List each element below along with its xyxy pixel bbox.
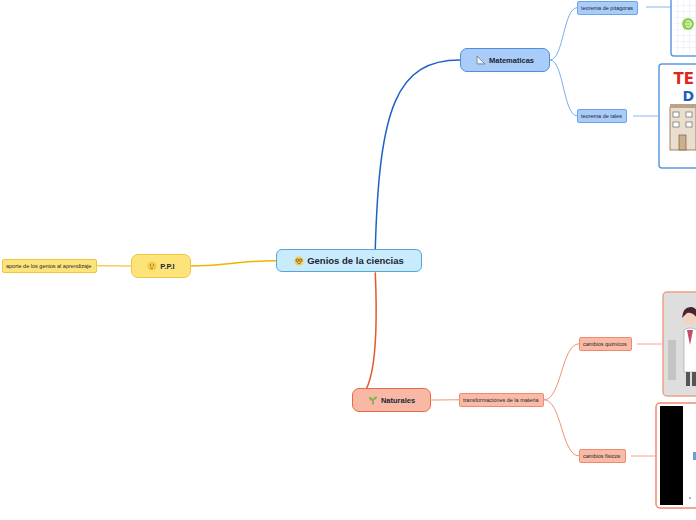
branch-line xyxy=(544,344,579,400)
topic-text: aporte de los genios al aprendizaje xyxy=(6,263,91,270)
branch-line xyxy=(544,400,579,456)
topic-text: Matematicas xyxy=(489,56,534,65)
fisicos-picture xyxy=(656,403,696,508)
branch-line xyxy=(97,265,131,266)
main-topic: Naturales xyxy=(352,388,431,412)
subtopic: cambios fisicos xyxy=(579,449,626,463)
subtopic: cambios quimicos xyxy=(579,337,632,351)
central-topic: Genios de la ciencias xyxy=(276,249,422,272)
tales-picture xyxy=(659,64,696,168)
branch-line xyxy=(550,60,577,116)
branch-line xyxy=(191,261,276,266)
main-topic: Matematicas xyxy=(460,48,550,72)
node-icon xyxy=(294,256,304,266)
topic-text: teorema de pitagoras xyxy=(581,5,633,12)
topic-text: cambios fisicos xyxy=(583,453,620,460)
leader-line xyxy=(637,344,662,345)
picture-lettering: D xyxy=(682,89,694,103)
node-icon xyxy=(147,261,157,271)
main-topic: P.P.I xyxy=(131,254,191,278)
subtopic: aporte de los genios al aprendizaje xyxy=(2,259,97,273)
node-icon xyxy=(476,55,486,65)
subtopic: teorema de tales xyxy=(577,109,627,123)
topic-text: Naturales xyxy=(381,396,415,405)
branch-line xyxy=(431,399,459,400)
branch-line xyxy=(375,60,460,249)
topic-text: teorema de tales xyxy=(581,113,622,120)
quimicos-picture xyxy=(663,292,696,396)
pitagoras-picture xyxy=(671,0,696,56)
topic-text: P.P.I xyxy=(160,262,174,271)
subtopic: teorema de pitagoras xyxy=(577,1,638,15)
subtopic: transformaciones de la materia xyxy=(459,393,544,407)
branch-line xyxy=(550,8,577,60)
leader-line xyxy=(631,456,656,457)
branch-line xyxy=(352,272,376,400)
topic-text: cambios quimicos xyxy=(583,341,627,348)
topic-text: transformaciones de la materia xyxy=(463,397,539,404)
leader-line xyxy=(633,116,658,117)
picture-lettering: TE xyxy=(674,72,694,87)
topic-text: Genios de la ciencias xyxy=(307,255,404,266)
leader-line xyxy=(646,7,671,8)
node-icon xyxy=(368,395,378,405)
